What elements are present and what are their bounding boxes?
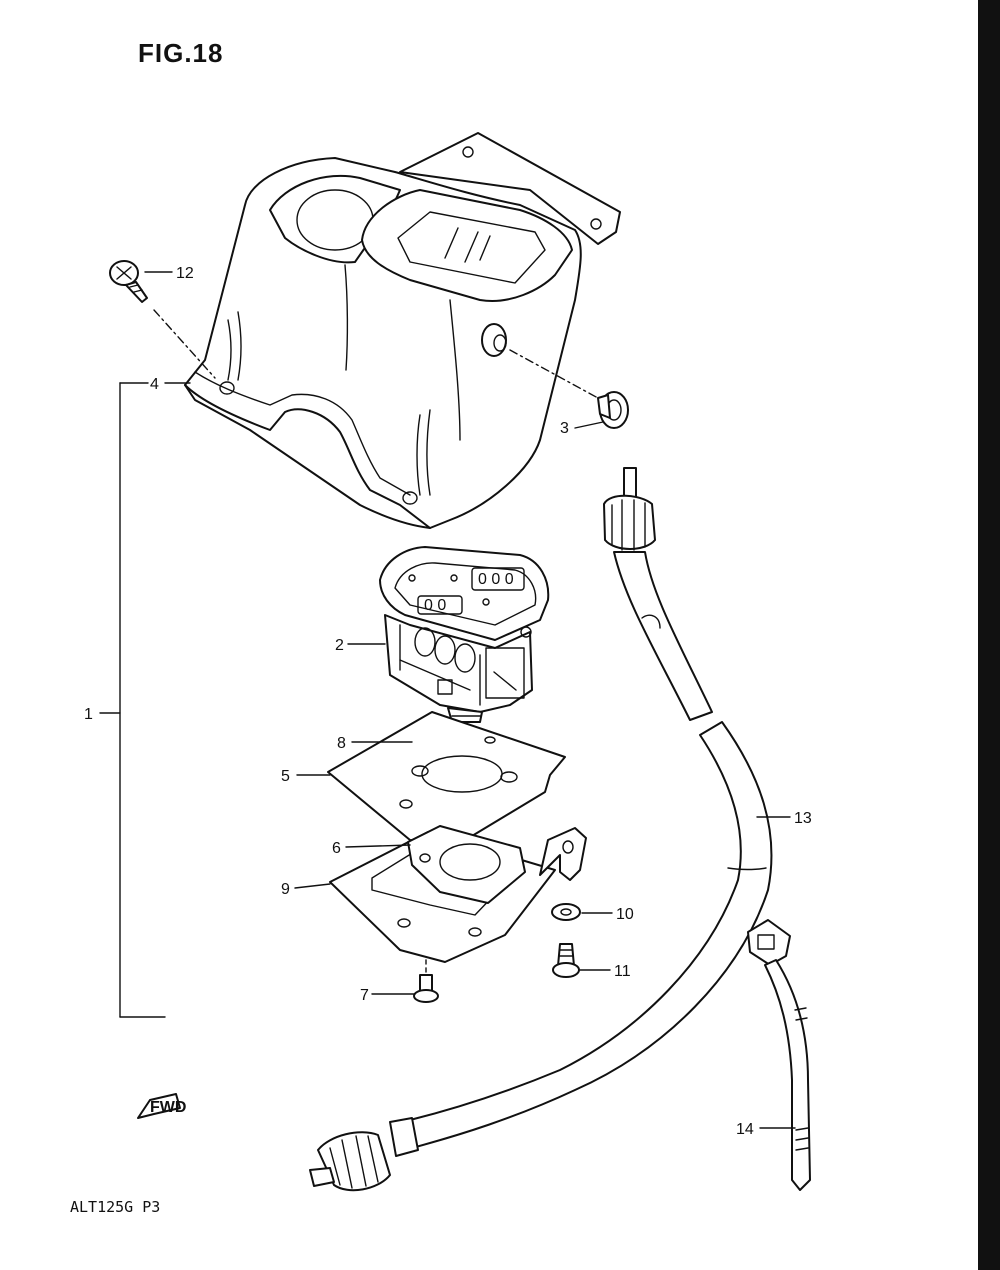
meter-case	[184, 132, 621, 529]
scan-edge	[978, 0, 1000, 1270]
callout-3: 3	[560, 420, 569, 437]
callout-1: 1	[84, 706, 93, 723]
leader-lines	[144, 271, 796, 1129]
model-code: ALT125G P3	[70, 1198, 161, 1216]
speedometer-cable	[309, 467, 773, 1192]
callout-14: 14	[736, 1121, 754, 1138]
callout-4: 4	[150, 376, 159, 393]
svg-text:0 0 0: 0 0 0	[478, 571, 514, 588]
callout-5: 5	[281, 768, 290, 785]
meter-unit: 0 0 0 0 0	[379, 546, 550, 723]
grommet-3	[509, 349, 629, 429]
callout-7: 7	[360, 987, 369, 1004]
callout-13: 13	[794, 810, 812, 827]
seal-plate-6	[407, 825, 587, 981]
screw-7	[413, 974, 439, 1003]
svg-text:0 0: 0 0	[424, 597, 446, 614]
callout-11: 11	[614, 963, 631, 980]
callout-10: 10	[616, 906, 634, 923]
callout-9: 9	[281, 881, 290, 898]
callout-6: 6	[332, 840, 341, 857]
washer-10	[551, 903, 581, 921]
callout-2: 2	[335, 637, 344, 654]
cable-tie	[747, 919, 811, 1191]
callout-12: 12	[176, 265, 194, 282]
figure-title: FIG.18	[138, 38, 224, 68]
callout-8: 8	[337, 735, 346, 752]
fwd-arrow-icon: FWD	[137, 1093, 186, 1119]
fwd-label: FWD	[150, 1099, 186, 1116]
callout-numbers: 1 2 3 4 5 6 7 8 9 10 11 12 13 14	[84, 265, 812, 1138]
assembly-bracket	[99, 382, 166, 1018]
gasket-5	[327, 711, 566, 843]
screw-12	[109, 260, 216, 379]
screw-11	[552, 943, 580, 978]
